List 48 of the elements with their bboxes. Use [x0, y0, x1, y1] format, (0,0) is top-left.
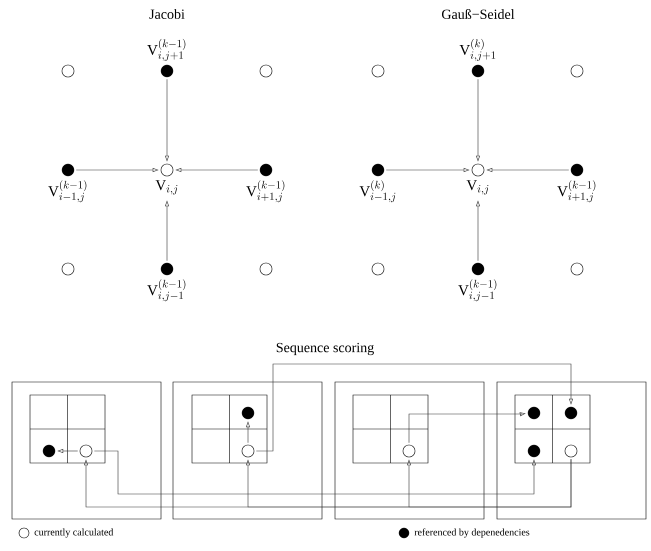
panel-box	[12, 382, 162, 520]
point-label: $\mathrm{V}_{i-1,j}^{(k-1)}$	[48, 180, 86, 202]
panel-box	[334, 382, 484, 520]
filled-dot	[242, 406, 254, 420]
panel-box	[172, 382, 322, 520]
filled-dot	[472, 64, 484, 78]
filled-dot	[260, 164, 272, 176]
open-dot	[570, 262, 584, 276]
filled-dot	[528, 406, 540, 420]
open-dot	[62, 64, 74, 78]
panel-box	[496, 382, 646, 520]
point-label: $\mathrm{V}_{i+1,j}^{(k-1)}$	[246, 180, 284, 202]
point-label: $\mathrm{V}_{i,j}$	[466, 180, 488, 195]
point-label: $\mathrm{V}_{i,j-1}^{(k-1)}$	[458, 279, 496, 302]
open-dot	[260, 64, 272, 78]
open-dot	[160, 164, 174, 176]
open-dot	[62, 262, 74, 276]
heading: Sequence scoring	[276, 342, 374, 356]
open-dot	[260, 262, 272, 276]
filled-dot	[528, 444, 540, 458]
point-label: $\mathrm{V}_{i,j+1}^{(k)}$	[460, 38, 496, 61]
open-dot	[564, 444, 578, 458]
point-label: $\mathrm{V}_{i,j+1}^{(k-1)}$	[147, 38, 186, 61]
filled-dot	[570, 164, 584, 176]
heading: Jacobi	[149, 9, 185, 19]
heading: Gauß−Seidel	[442, 9, 514, 19]
point-label: $\mathrm{V}_{i-1,j}^{(k)}$	[360, 180, 396, 202]
legend-text: referenced by depenedencies	[414, 528, 530, 538]
point-label: $\mathrm{V}_{i,j-1}^{(k-1)}$	[147, 279, 186, 302]
legend-text: currently calculated	[34, 528, 114, 538]
open-dot	[372, 64, 384, 78]
filled-dot	[160, 262, 174, 276]
filled-dot	[472, 262, 484, 276]
filled-dot	[160, 64, 174, 78]
open-dot	[242, 444, 254, 458]
arrow	[256, 364, 574, 452]
open-dot	[372, 262, 384, 276]
open-dot	[472, 164, 484, 176]
arrow	[406, 459, 572, 508]
point-label: $\mathrm{V}_{i,j}$	[156, 180, 178, 195]
open-dot	[570, 64, 584, 78]
point-label: $\mathrm{V}_{i+1,j}^{(k-1)}$	[557, 180, 596, 202]
filled-dot	[62, 164, 74, 176]
filled-dot	[564, 406, 578, 420]
filled-dot	[372, 164, 384, 176]
open-dot	[80, 444, 92, 458]
open-dot	[402, 444, 416, 458]
filled-dot	[42, 444, 56, 458]
